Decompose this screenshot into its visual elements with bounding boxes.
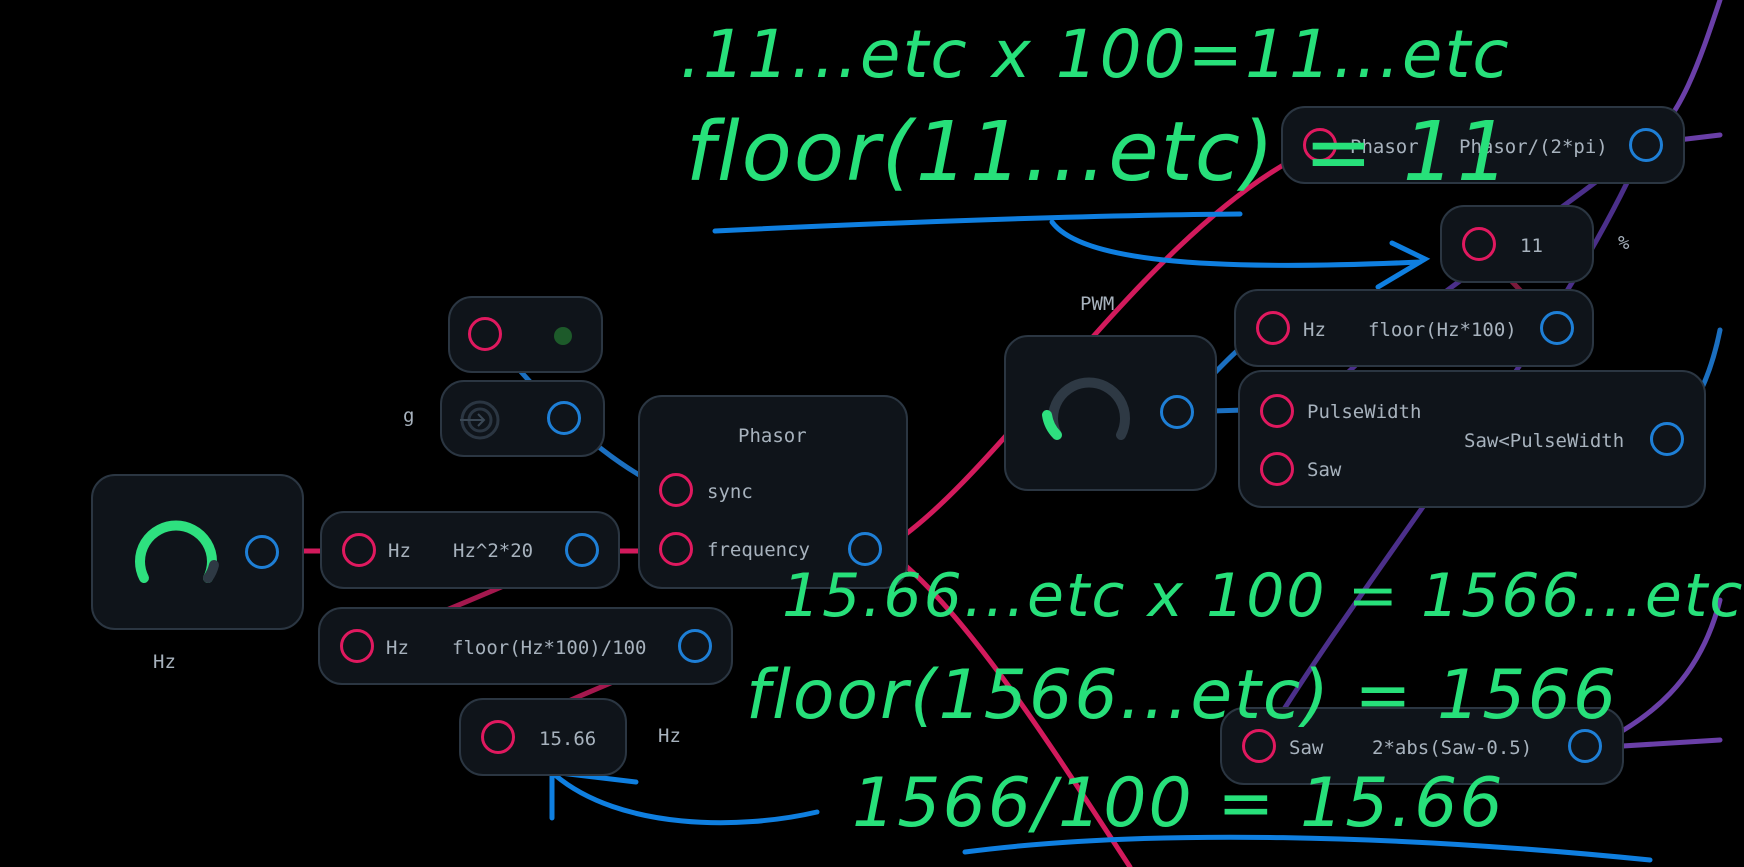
hz-floor-div-input-port[interactable]	[340, 629, 374, 663]
hz-display-input-port[interactable]	[481, 720, 515, 754]
hz-pow-input-label: Hz	[388, 540, 411, 562]
hz-floor-input-label: Hz	[1303, 319, 1326, 341]
phasor-frequency-label: frequency	[707, 539, 810, 561]
compare-saw-port[interactable]	[1260, 452, 1294, 486]
compare-pulsewidth-port[interactable]	[1260, 394, 1294, 428]
compare-pulsewidth-label: PulseWidth	[1307, 401, 1422, 423]
annotation-bottom-line1: 15.66...etc x 100 = 1566...etc	[782, 561, 1744, 631]
annotation-strokes	[549, 211, 1653, 863]
hz-floor-div-input-label: Hz	[386, 637, 409, 659]
compare-node: PulseWidth Saw Saw<PulseWidth	[1238, 370, 1706, 508]
hz-pow-output-port[interactable]	[565, 533, 599, 567]
compare-output-port[interactable]	[1650, 422, 1684, 456]
hz-knob-output-port[interactable]	[245, 535, 279, 569]
hz-floor-output-port[interactable]	[1540, 311, 1574, 345]
hz-knob-caption: Hz	[153, 651, 176, 673]
compare-expression: Saw<PulseWidth	[1464, 430, 1625, 452]
pct-display-node: 11	[1440, 205, 1594, 283]
hz-display-node: 15.66	[459, 698, 627, 776]
pct-display-value: 11	[1520, 235, 1543, 257]
hz-floor-expression: floor(Hz*100)	[1368, 319, 1517, 341]
trigger-node	[440, 380, 605, 457]
trigger-button-icon[interactable]	[454, 395, 504, 445]
phasor-norm-input-label: Phasor	[1350, 136, 1419, 158]
phasor-norm-expression: Phasor/(2*pi)	[1459, 136, 1608, 158]
compare-saw-label: Saw	[1307, 459, 1342, 481]
hz-floor-div-output-port[interactable]	[678, 629, 712, 663]
annotation-top-line1: .11...etc x 100=11...etc	[680, 16, 1511, 93]
annotation-bottom-line2: floor(1566...etc) = 1566	[746, 656, 1619, 735]
phasor-frequency-port[interactable]	[659, 532, 693, 566]
phasor-norm-output-port[interactable]	[1629, 128, 1663, 162]
gate-node	[448, 296, 603, 373]
phasor-title: Phasor	[738, 425, 807, 447]
saw-tri-input-label: Saw	[1289, 737, 1324, 759]
trigger-output-port[interactable]	[547, 401, 581, 435]
pct-display-input-port[interactable]	[1462, 227, 1496, 261]
hz-floor-input-port[interactable]	[1256, 311, 1290, 345]
hz-knob-node	[91, 474, 304, 630]
hz-pow-input-port[interactable]	[342, 533, 376, 567]
pwm-knob-caption: PWM	[1080, 293, 1115, 315]
saw-tri-input-port[interactable]	[1242, 729, 1276, 763]
hz-pow-expression: Hz^2*20	[453, 540, 534, 562]
phasor-node: Phasor sync frequency	[638, 395, 908, 589]
hz-floor-div-node: Hz floor(Hz*100)/100	[318, 607, 733, 685]
gate-input-port[interactable]	[468, 317, 502, 351]
led-icon	[554, 327, 572, 345]
phasor-norm-input-port[interactable]	[1303, 128, 1337, 162]
hz-display-value: 15.66	[539, 728, 597, 750]
underline-top	[712, 211, 1243, 234]
arrow-top-shaft	[1049, 219, 1423, 268]
trigger-caption: g	[403, 405, 415, 427]
pwm-knob-output-port[interactable]	[1160, 395, 1194, 429]
saw-tri-output-port[interactable]	[1568, 729, 1602, 763]
phasor-output-port[interactable]	[848, 532, 882, 566]
arrow-bottom-shaft	[552, 772, 820, 826]
underline-bottom	[962, 834, 1653, 863]
saw-tri-expression: 2*abs(Saw-0.5)	[1372, 737, 1533, 759]
saw-tri-node: Saw 2*abs(Saw-0.5)	[1220, 707, 1624, 785]
knob-icon[interactable]	[1034, 355, 1144, 465]
hz-display-unit: Hz	[658, 725, 681, 747]
phasor-norm-node: Phasor Phasor/(2*pi)	[1281, 106, 1685, 184]
pct-display-unit: %	[1618, 232, 1630, 254]
hz-floor-div-expression: floor(Hz*100)/100	[452, 637, 647, 659]
annotation-bottom-line3: 1566/100 = 15.66	[852, 764, 1505, 843]
phasor-sync-label: sync	[707, 481, 753, 503]
arrow-top-head	[1375, 240, 1431, 290]
phasor-sync-port[interactable]	[659, 473, 693, 507]
hz-floor-node: Hz floor(Hz*100)	[1234, 289, 1594, 367]
hz-pow-node: Hz Hz^2*20	[320, 511, 620, 589]
annotation-top-line2: floor(11...etc) = 11	[686, 105, 1512, 200]
wire-phasor-out-down	[881, 546, 1133, 867]
knob-icon[interactable]	[121, 498, 231, 608]
pwm-knob-node	[1004, 335, 1217, 491]
